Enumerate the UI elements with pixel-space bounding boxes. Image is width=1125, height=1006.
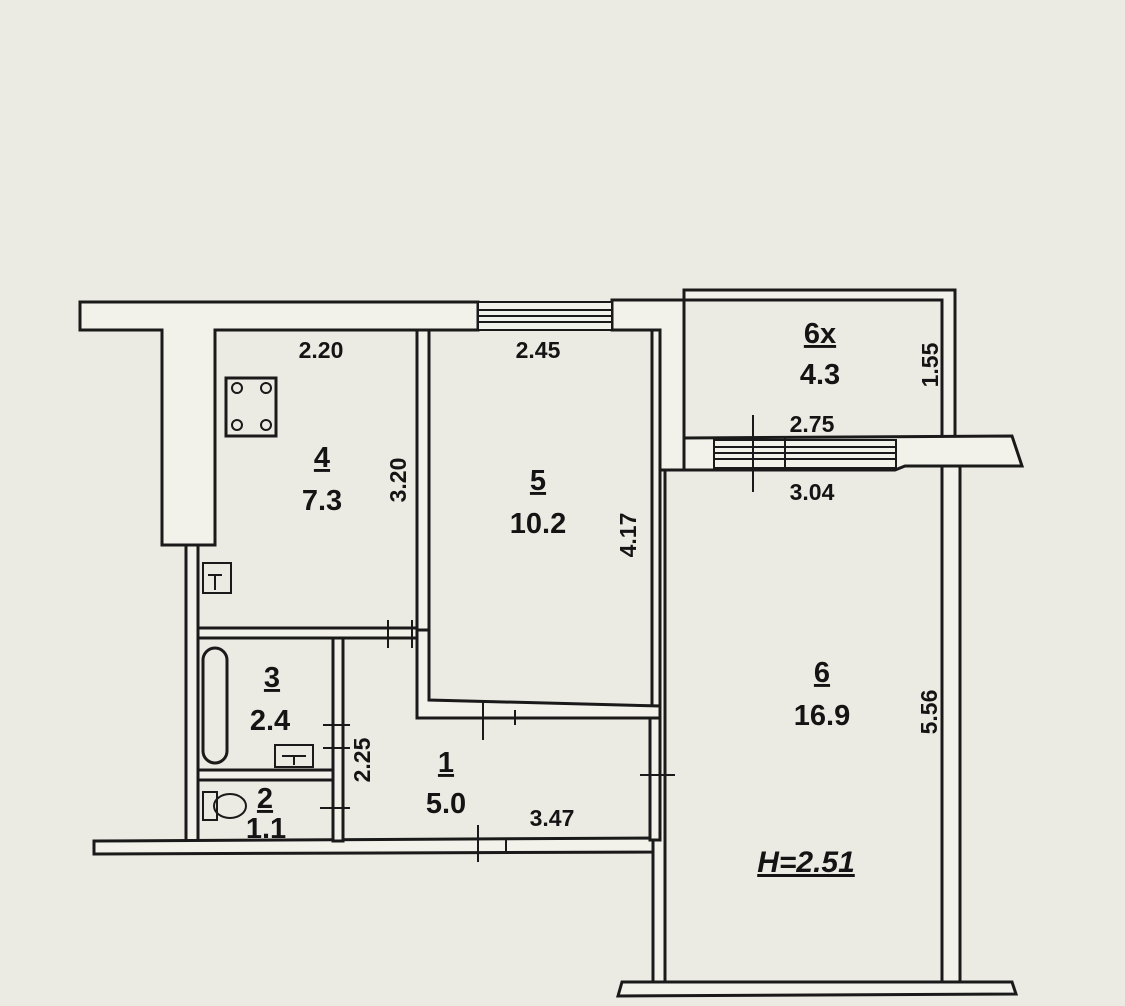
right-wall [940, 464, 962, 988]
kitchen-bottom-wall [196, 626, 419, 640]
room-3-number: 3 [264, 662, 280, 694]
room5-bottom-partition [415, 628, 662, 720]
sink-icon [202, 562, 232, 594]
room-6-number: 6 [814, 657, 830, 689]
stove-icon [224, 376, 278, 438]
room-2-number: 2 [257, 783, 273, 815]
toilet-icon [202, 791, 247, 821]
door-marks [320, 620, 675, 862]
room-5-area: 10.2 [510, 508, 566, 540]
hall-room6-partition [648, 716, 662, 842]
dim-room6-length: 5.56 [916, 690, 942, 735]
window-balcony [713, 415, 897, 492]
dim-room5-width: 2.45 [516, 337, 561, 363]
room5-right-partition [650, 328, 662, 712]
room-6x-area: 4.3 [800, 359, 840, 391]
dim-hall-width: 3.47 [530, 805, 575, 831]
room-2-area: 1.1 [246, 813, 286, 845]
outer-walls [78, 288, 1025, 998]
washbasin-icon [274, 744, 314, 768]
dim-kitchen-width: 2.20 [299, 337, 344, 363]
room-labels: 4 7.3 5 10.2 6х 4.3 6 16.9 3 2.4 1 5.0 2… [246, 318, 850, 845]
dim-hall-length: 2.25 [349, 737, 375, 782]
bottom-wall-left [92, 836, 662, 856]
top-wall-mid [610, 298, 686, 472]
interior-walls [196, 328, 662, 843]
dim-kitchen-length: 3.20 [385, 458, 411, 503]
dim-balcony-width: 2.75 [790, 411, 835, 437]
dim-room5-length: 4.17 [615, 513, 641, 558]
ceiling-height-label: H=2.51 [757, 846, 855, 879]
bath-toilet-wall [196, 768, 335, 782]
dimension-labels: 2.20 2.45 2.75 3.04 3.47 3.20 4.17 1.55 … [299, 337, 943, 831]
kitchen-room5-partition [415, 328, 431, 634]
room-3-area: 2.4 [250, 705, 290, 737]
dim-room6-width: 3.04 [790, 479, 835, 505]
room-5-number: 5 [530, 465, 546, 497]
room-1-number: 1 [438, 747, 454, 779]
window-room5 [477, 301, 613, 331]
bottom-slab [616, 980, 1019, 998]
room-4-number: 4 [314, 442, 330, 474]
left-wall [184, 543, 200, 843]
room-6-area: 16.9 [794, 700, 850, 732]
room-4-area: 7.3 [302, 485, 342, 517]
bath-right-wall [331, 636, 345, 843]
dim-balcony-depth: 1.55 [917, 342, 943, 387]
room-1-area: 5.0 [426, 788, 466, 820]
bathtub-icon [201, 646, 229, 765]
room-6x-number: 6х [804, 318, 836, 350]
